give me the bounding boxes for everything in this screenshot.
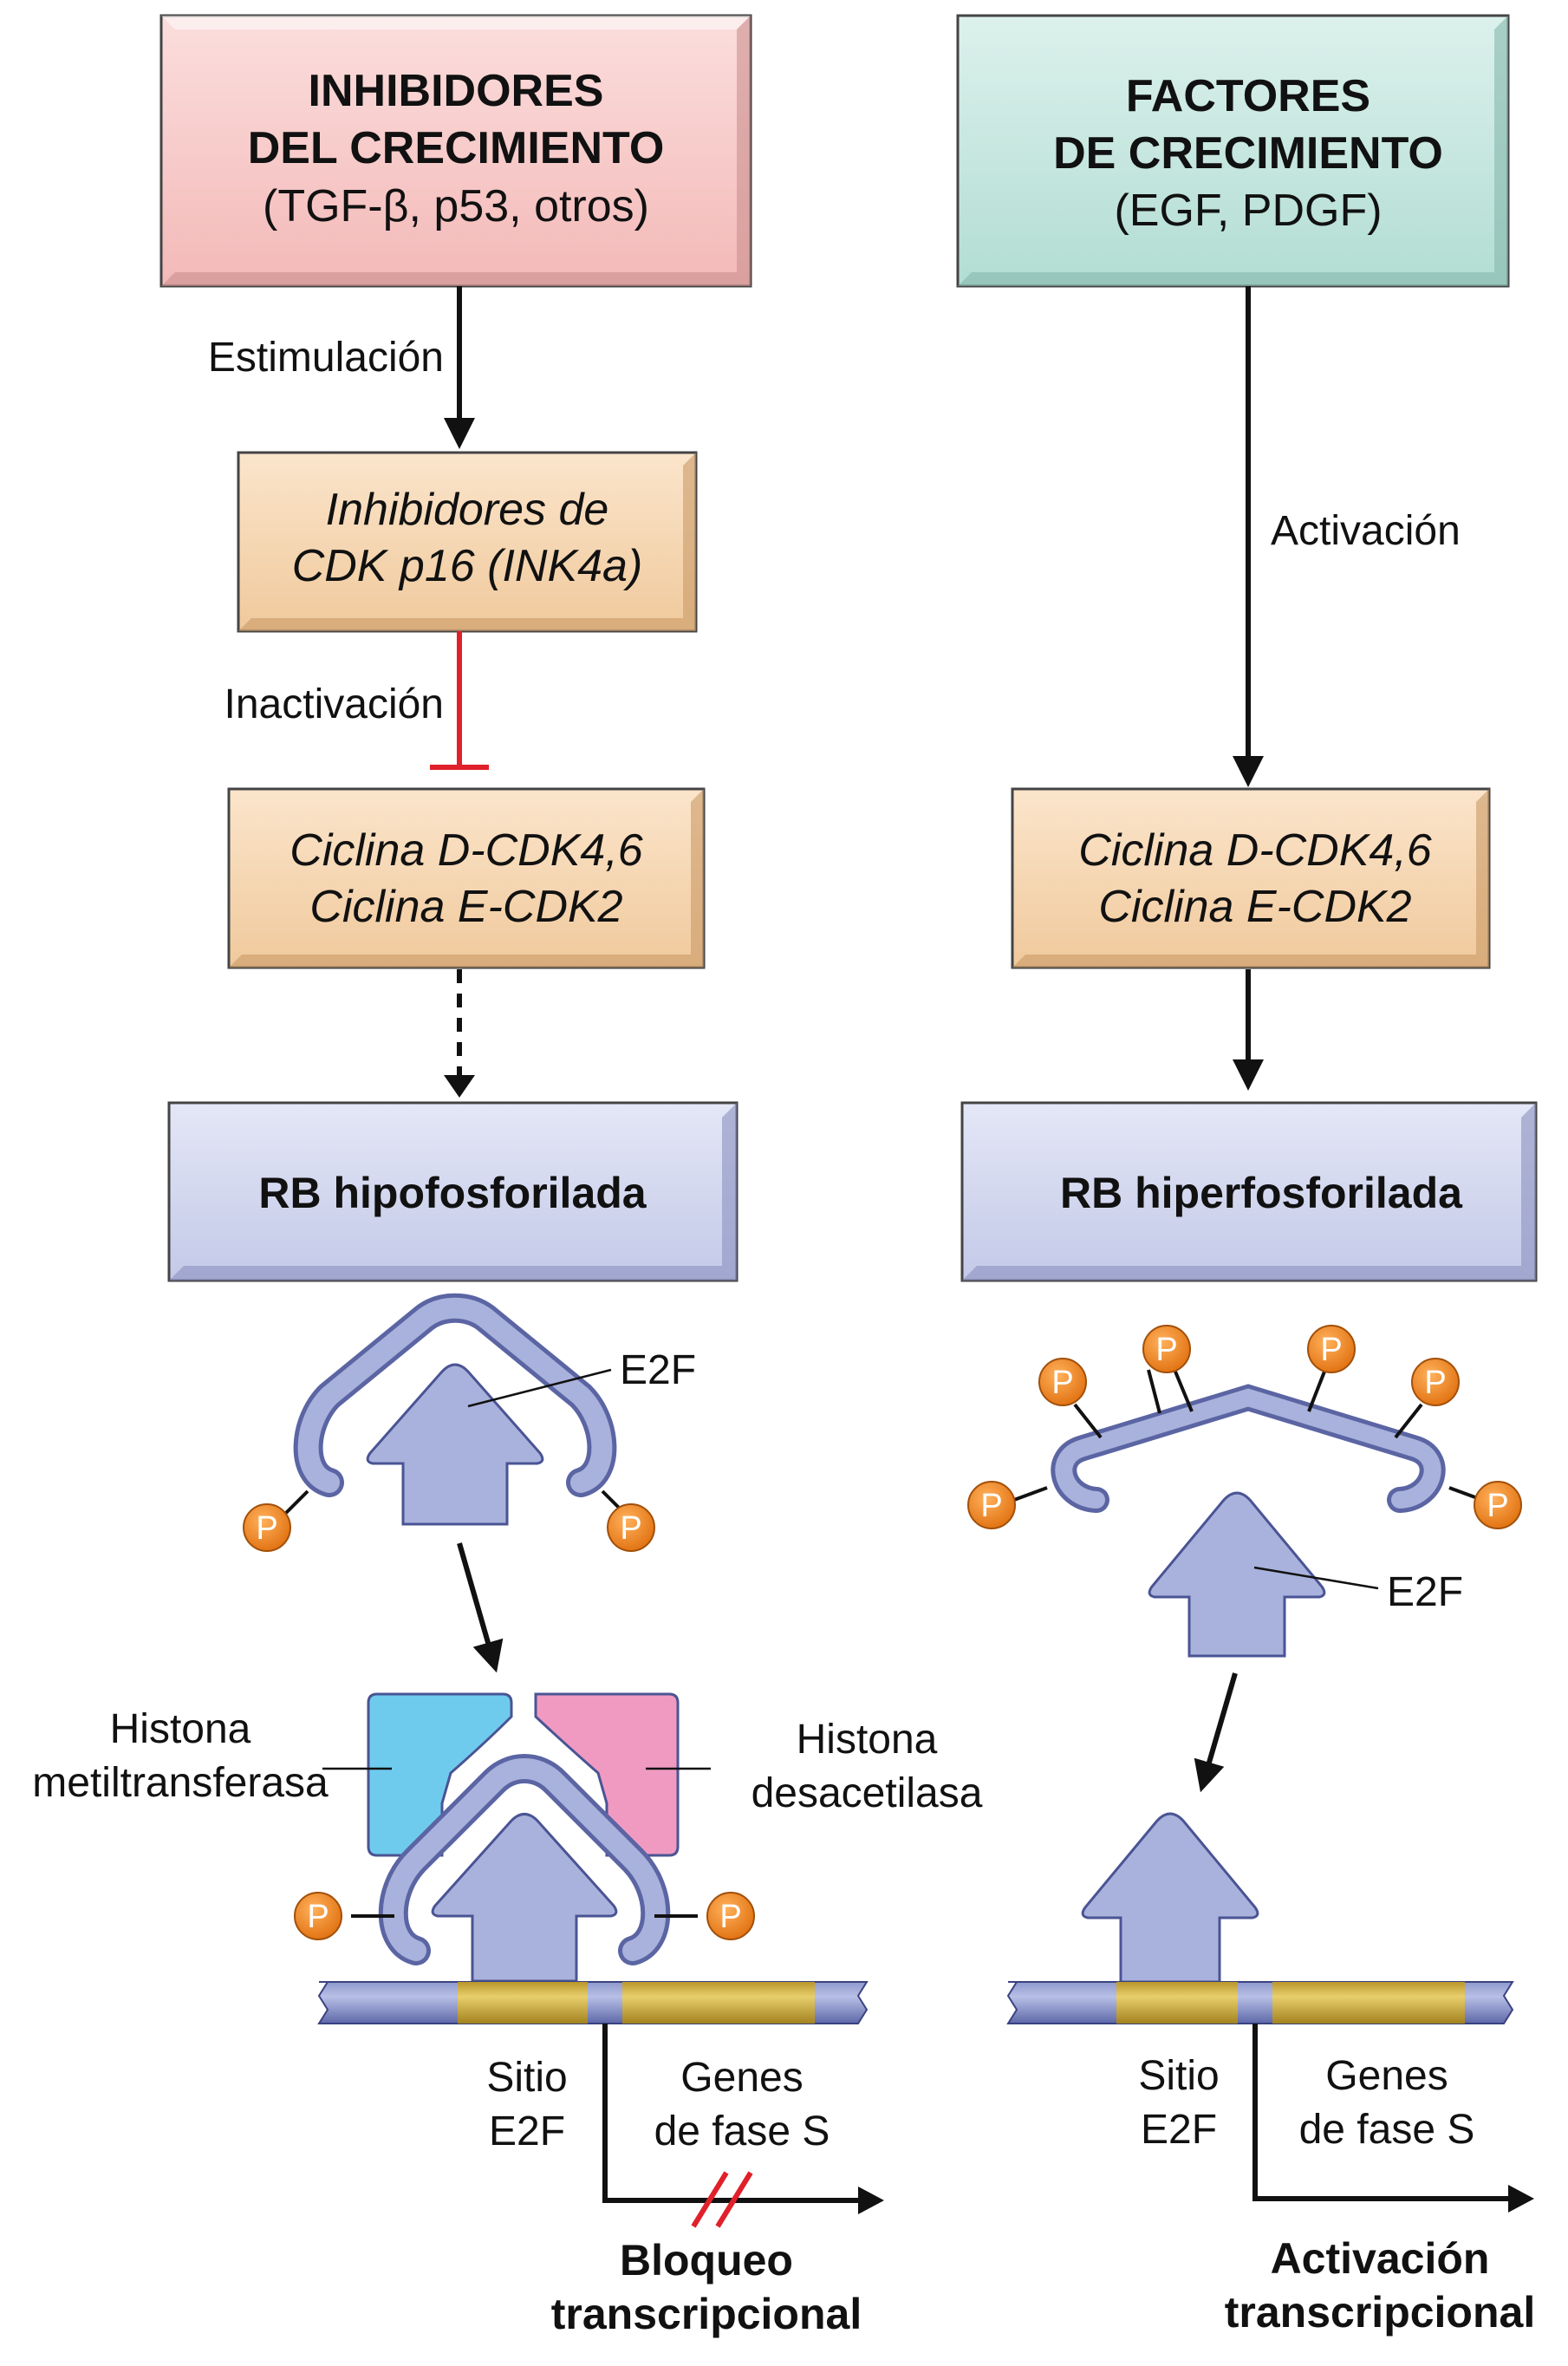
- cyclin-d-left: Ciclina D-CDK4,6: [290, 825, 643, 876]
- cyclin-cdk-box-right: Ciclina D-CDK4,6 Ciclina E-CDK2: [1011, 787, 1491, 969]
- phosphate-icon: P: [607, 1503, 655, 1552]
- histone-methyltransferase-label-2: metiltransferasa: [32, 1760, 329, 1806]
- rb-hypo-label: RB hipofosforilada: [258, 1169, 647, 1217]
- e2f-protein-left: [366, 1363, 544, 1526]
- phosphate-icon: P: [1411, 1358, 1460, 1406]
- cyclin-e-left: Ciclina E-CDK2: [309, 882, 622, 932]
- s-genes-label-left-1: Genes: [680, 2055, 803, 2101]
- growth-inhibitors-examples: (TGF-β, p53, otros): [263, 181, 649, 231]
- dna-strand-left: [317, 1981, 869, 2024]
- e2f-label-right: E2F: [1387, 1569, 1463, 1615]
- e2f-bound-right: [1081, 1812, 1259, 1984]
- arrow-to-dna-right: [1194, 1672, 1238, 1793]
- histone-deacetylase-label-2: desacetilasa: [751, 1770, 983, 1816]
- s-genes-label-left-2: de fase S: [654, 2109, 830, 2154]
- svg-text:P: P: [980, 1488, 1002, 1524]
- phosphate-icon: P: [294, 1892, 342, 1940]
- e2f-site-left: [458, 1982, 588, 2024]
- histone-deacetylase-label-1: Histona: [797, 1717, 938, 1763]
- e2f-free-right: E2F: [1148, 1491, 1463, 1658]
- histone-deacetylase: [534, 1692, 680, 1857]
- phosphate-icon: P: [1038, 1358, 1087, 1406]
- growth-factors-title-1: FACTORES: [1126, 71, 1370, 121]
- dna-strand-right: [1006, 1981, 1514, 2024]
- e2f-site-label-left-1: Sitio: [486, 2055, 567, 2101]
- growth-factors-examples: (EGF, PDGF): [1114, 186, 1382, 236]
- rb-e2f-complex-left-top: E2F P P: [243, 1293, 696, 1552]
- rb-hyper-box: RB hiperfosforilada: [960, 1101, 1538, 1282]
- transcription-path-right: [1252, 2024, 1508, 2201]
- arrow-to-dna-left: [457, 1542, 504, 1673]
- activation-label: Activación: [1271, 508, 1461, 554]
- dashed-arrow-head: [444, 1075, 475, 1098]
- s-genes-label-right-1: Genes: [1325, 2053, 1448, 2099]
- cdk-inhibitor-line-2: CDK p16 (INK4a): [292, 541, 643, 591]
- s-phase-genes-right: [1272, 1982, 1465, 2024]
- svg-text:P: P: [1155, 1332, 1177, 1368]
- inactivation-label: Inactivación: [224, 681, 444, 727]
- rb-hyper-label: RB hiperfosforilada: [1060, 1169, 1463, 1217]
- svg-text:P: P: [256, 1510, 277, 1547]
- phosphate-icon: P: [243, 1503, 291, 1552]
- histone-methyltransferase-label-1: Histona: [110, 1706, 251, 1752]
- s-genes-label-right-2: de fase S: [1299, 2107, 1475, 2153]
- growth-factors-title-2: DE CRECIMIENTO: [1053, 128, 1443, 179]
- rb-hypo-box: RB hipofosforilada: [167, 1101, 738, 1282]
- growth-inhibitors-box: INHIBIDORES DEL CRECIMIENTO (TGF-β, p53,…: [159, 14, 752, 288]
- stimulation-label: Estimulación: [208, 335, 444, 381]
- phosphate-icon: P: [1474, 1481, 1522, 1529]
- svg-text:P: P: [719, 1899, 741, 1935]
- e2f-label-left: E2F: [620, 1347, 696, 1393]
- phosphate-icon: P: [1307, 1325, 1356, 1373]
- phosphate-icon: P: [967, 1481, 1016, 1529]
- transcription-path-left: [602, 2024, 858, 2203]
- activation-result-label-1: Activación: [1271, 2234, 1490, 2283]
- phosphate-icon: P: [706, 1892, 755, 1940]
- cyclin-d-right: Ciclina D-CDK4,6: [1078, 825, 1432, 876]
- e2f-site-label-left-2: E2F: [489, 2109, 565, 2154]
- rb-released-right: P P P P P P: [967, 1325, 1522, 1529]
- cyclin-cdk-box-left: Ciclina D-CDK4,6 Ciclina E-CDK2: [227, 787, 706, 969]
- rb-e2f-complex-left-bottom: P P: [294, 1754, 755, 1983]
- block-label-2: transcripcional: [551, 2290, 862, 2338]
- phosphate-icon: P: [1142, 1325, 1191, 1373]
- e2f-site-label-right-2: E2F: [1141, 2107, 1217, 2153]
- activation-result-label-2: transcripcional: [1225, 2288, 1535, 2337]
- svg-text:P: P: [620, 1510, 641, 1547]
- svg-text:P: P: [1320, 1332, 1342, 1368]
- cyclin-e-right: Ciclina E-CDK2: [1098, 882, 1411, 932]
- svg-text:P: P: [1424, 1365, 1446, 1401]
- e2f-site-right: [1116, 1982, 1238, 2024]
- svg-text:P: P: [1051, 1365, 1073, 1401]
- block-mark: [691, 2171, 729, 2228]
- svg-text:P: P: [1487, 1488, 1508, 1524]
- cdk-inhibitor-box: Inhibidores de CDK p16 (INK4a): [237, 451, 698, 633]
- cdk-inhibitor-line-1: Inhibidores de: [326, 485, 609, 535]
- svg-text:P: P: [307, 1899, 329, 1935]
- growth-inhibitors-title-1: INHIBIDORES: [309, 66, 604, 116]
- histone-methyltransferase: [367, 1692, 513, 1857]
- e2f-site-label-right-1: Sitio: [1138, 2053, 1219, 2099]
- growth-inhibitors-title-2: DEL CRECIMIENTO: [248, 123, 665, 173]
- block-label-1: Bloqueo: [620, 2236, 793, 2285]
- s-phase-genes-left: [622, 1982, 815, 2024]
- growth-factors-box: FACTORES DE CRECIMIENTO (EGF, PDGF): [956, 14, 1510, 288]
